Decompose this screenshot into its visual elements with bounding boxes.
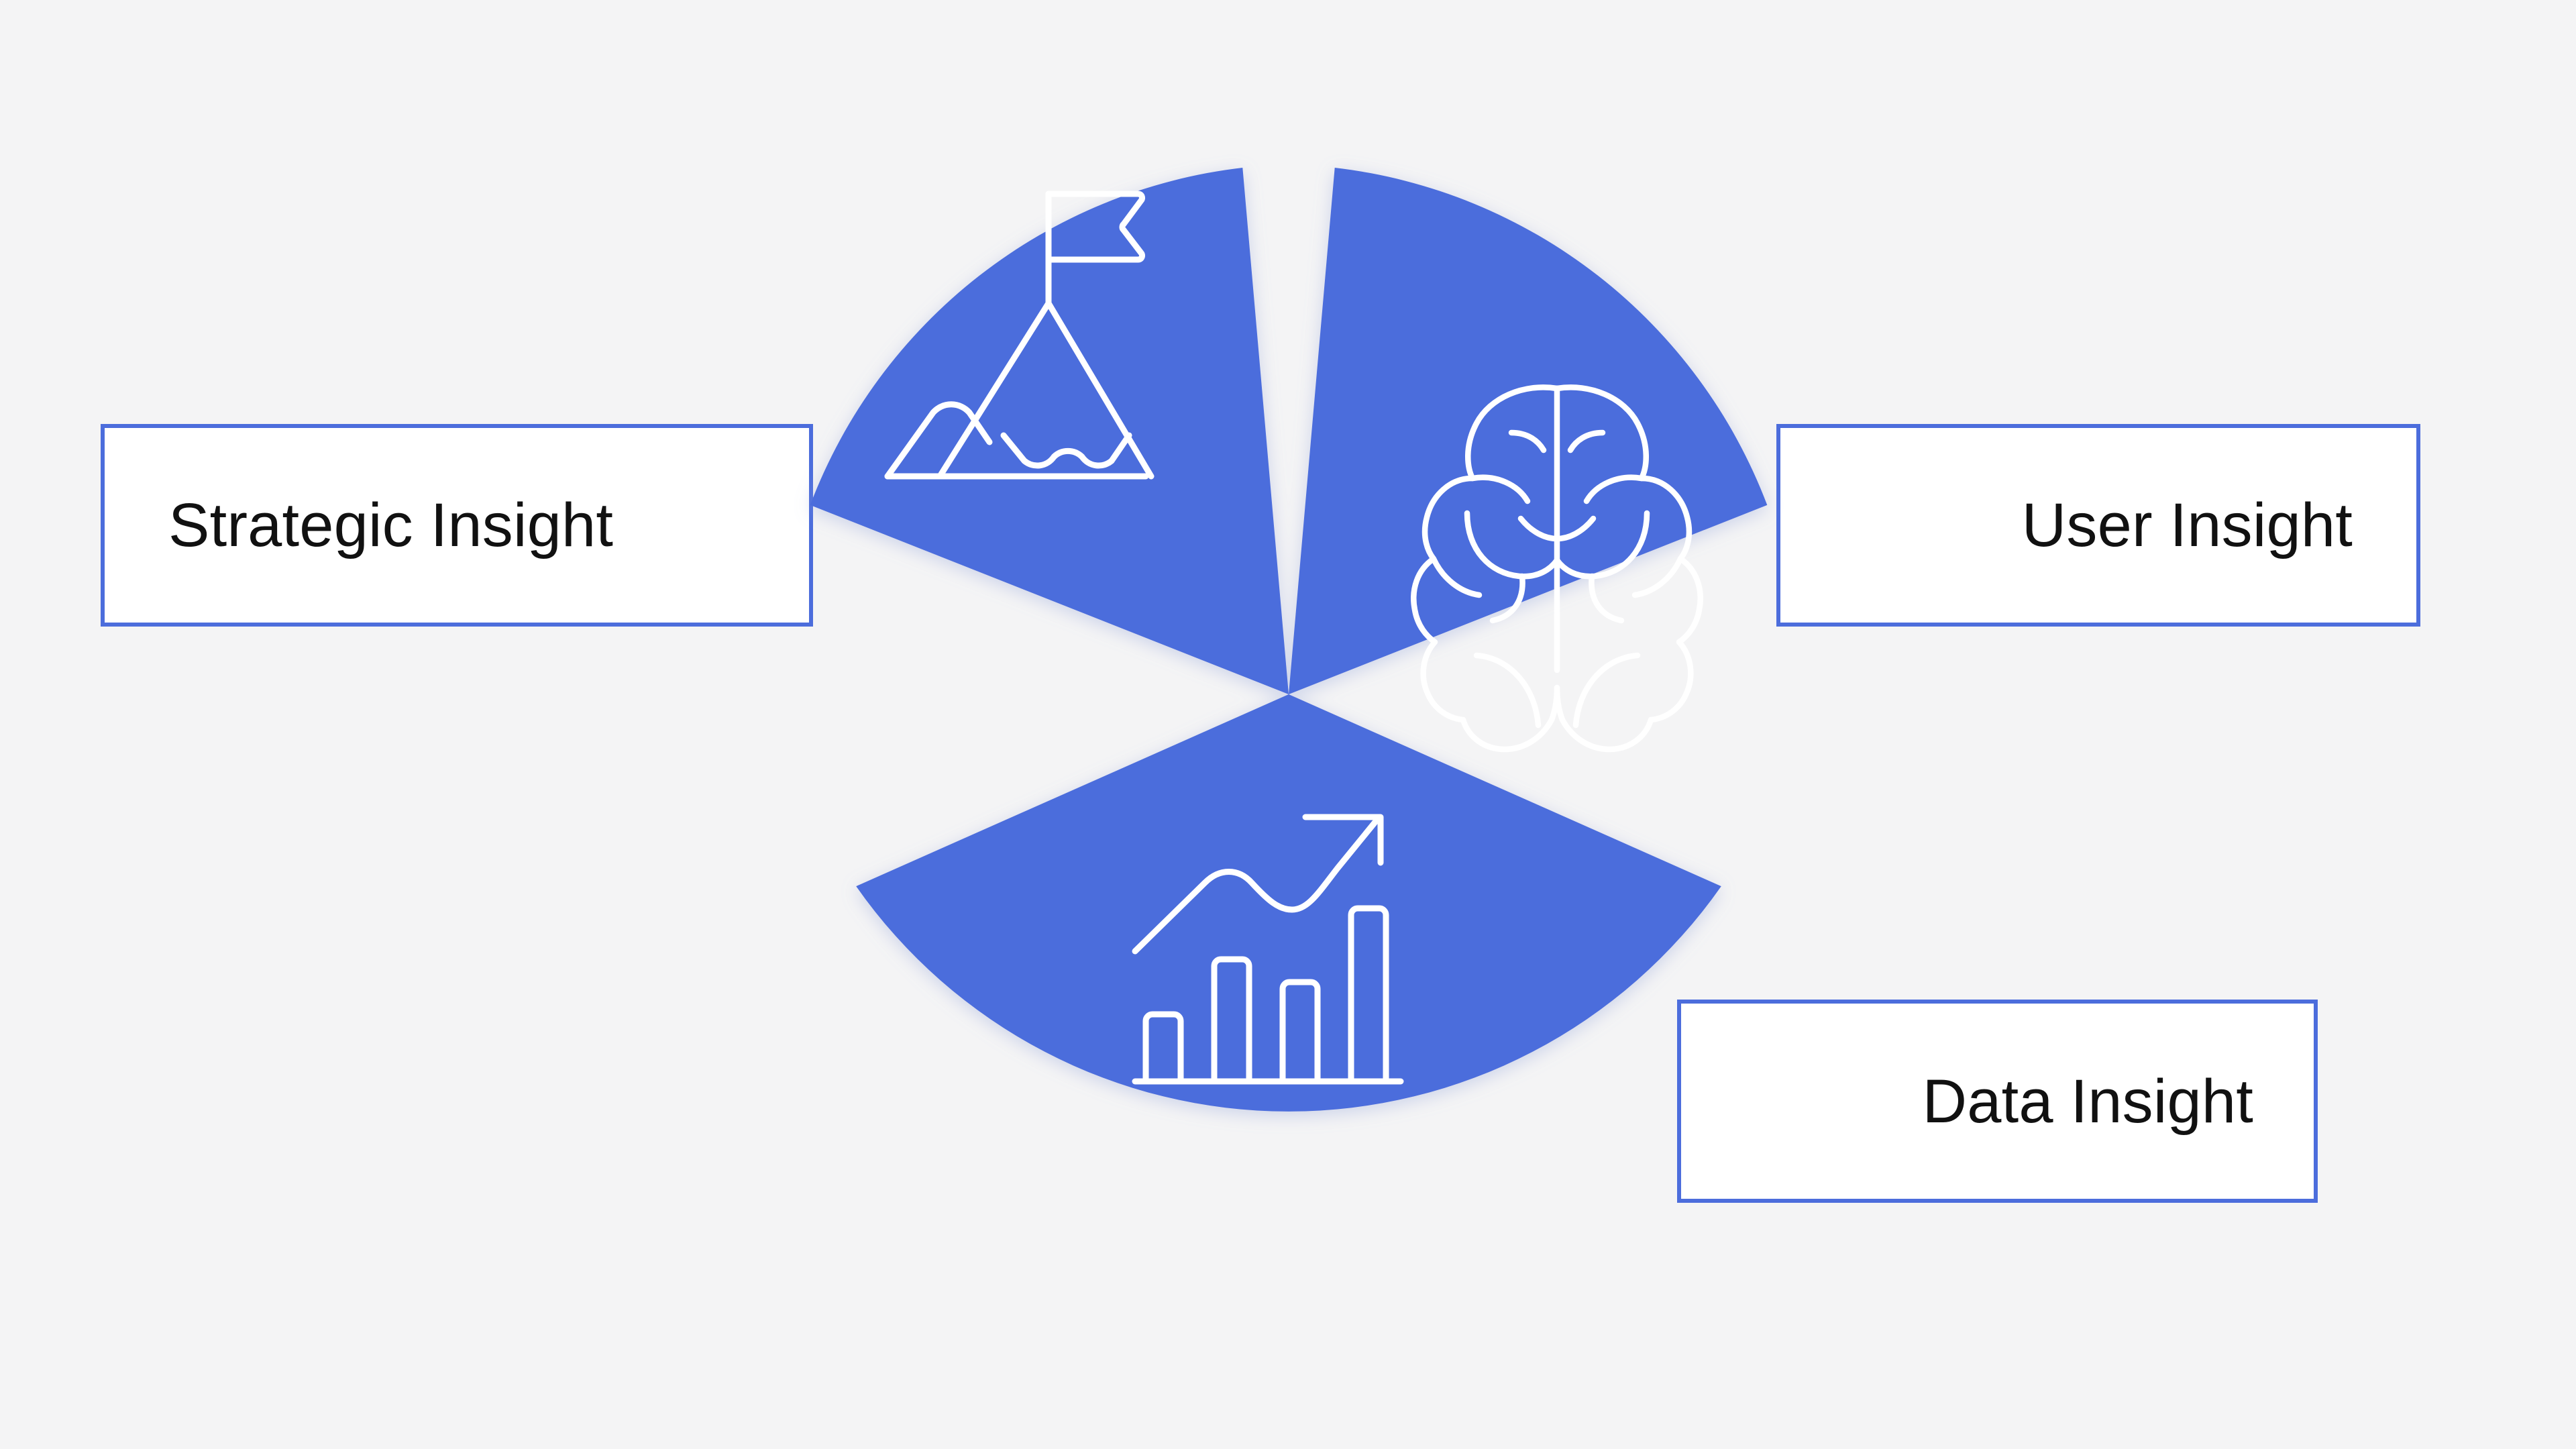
pie-slice-data-insight[interactable]	[856, 694, 1721, 1112]
mountain-flag-icon	[884, 191, 1155, 480]
label-box-strategic-insight[interactable]: Strategic Insight	[101, 424, 813, 627]
segmented-circle-chart	[760, 166, 1817, 1223]
pie-slice-strategic-insight[interactable]	[810, 168, 1289, 694]
growth-bar-chart-icon	[1132, 814, 1404, 1085]
brain-icon	[1411, 384, 1703, 753]
label-box-data-insight[interactable]: Data Insight	[1677, 1000, 2318, 1203]
label-text-user-insight: User Insight	[2021, 491, 2353, 559]
label-text-data-insight: Data Insight	[1922, 1067, 2253, 1136]
label-box-user-insight[interactable]: User Insight	[1776, 424, 2420, 627]
label-text-strategic-insight: Strategic Insight	[168, 491, 614, 559]
pie-slice-user-insight[interactable]	[1289, 168, 1768, 694]
pie-svg	[810, 168, 1768, 1112]
